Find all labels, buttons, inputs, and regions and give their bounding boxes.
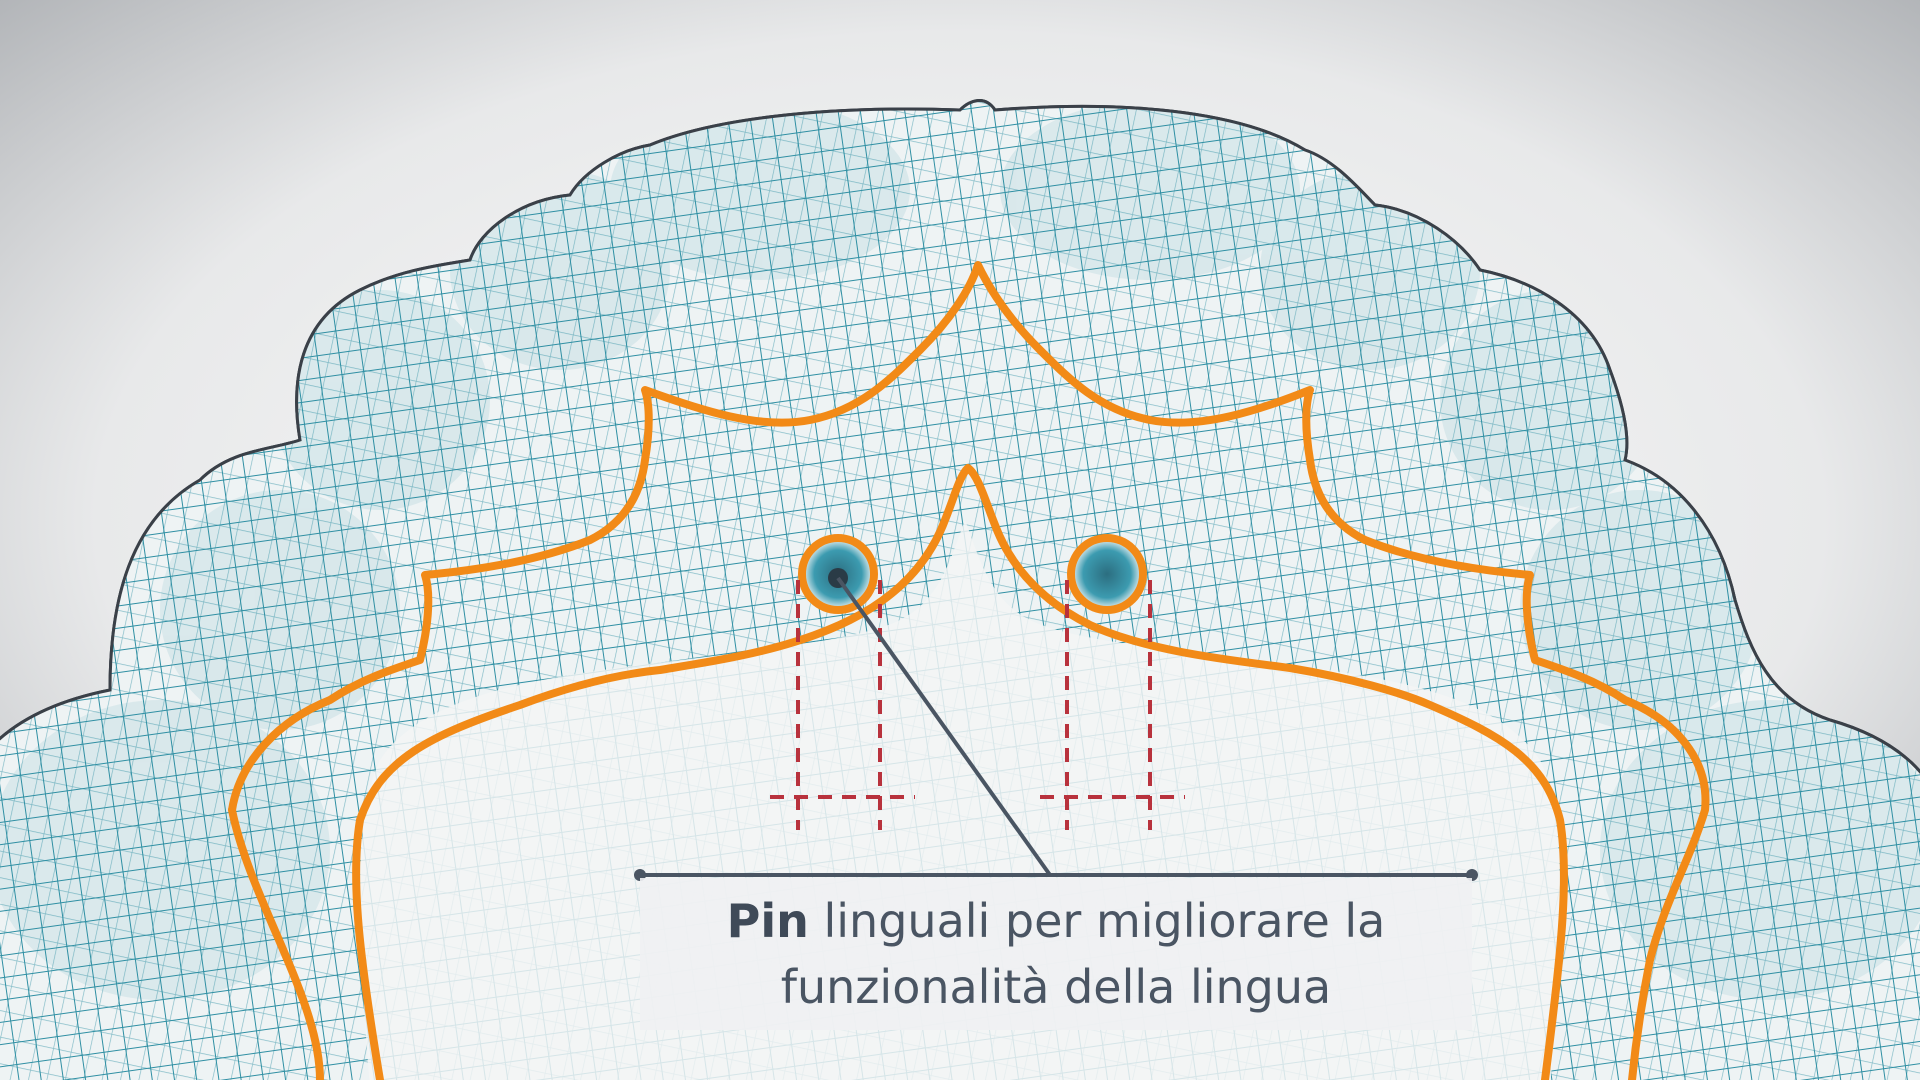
pin-left [798,534,878,614]
callout-label: Pin linguali per migliorare la funzional… [640,878,1472,1030]
orange-contour [228,261,1710,1080]
callout-line-1: Pin linguali per migliorare la [727,888,1386,954]
callout-bold-word: Pin [726,894,809,948]
orange-left-edge [228,806,324,1080]
pin-right [1067,534,1147,614]
red-dashed-marker-left [770,580,915,830]
orange-inner-contour [228,261,1710,1080]
callout-line-2: funzionalità della lingua [780,960,1332,1014]
red-dashed-marker-right [1040,580,1185,830]
callout-line-1-text: linguali per migliorare la [808,894,1386,948]
orange-outer-contour [352,464,1569,1080]
